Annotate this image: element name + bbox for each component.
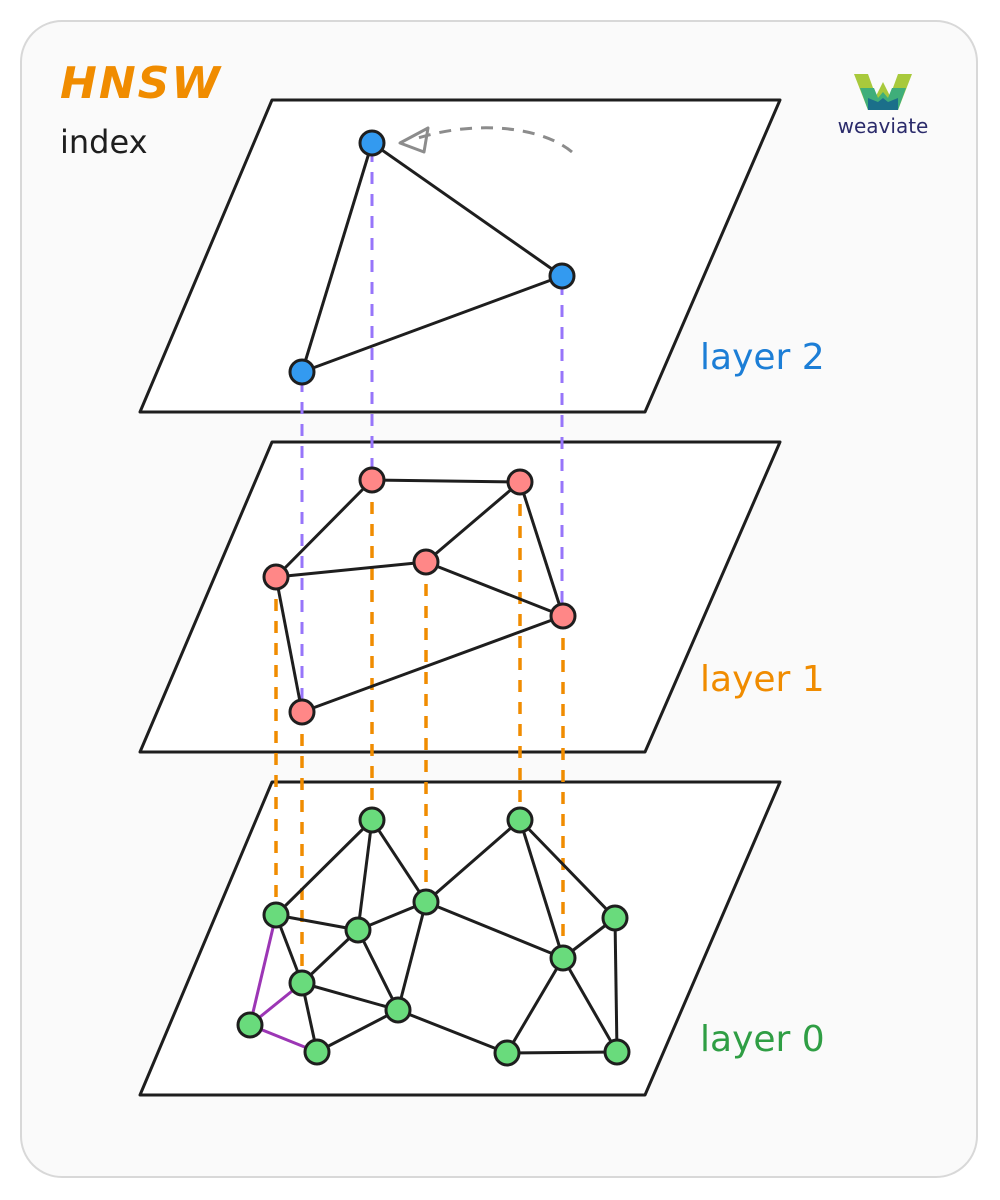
- layer-1-node: [262, 563, 290, 591]
- layer-2-edge: [371, 141, 563, 278]
- layer-0-node: [262, 901, 290, 929]
- diagram-title: HNSW: [60, 58, 222, 109]
- layer-0-node: [358, 806, 386, 834]
- layer-1-label: layer 1: [700, 659, 825, 700]
- layer-1-node: [549, 602, 577, 630]
- layer-0-edge: [356, 929, 400, 1011]
- layer-2-label: layer 2: [700, 337, 825, 378]
- layer-0-label: layer 0: [700, 1019, 825, 1060]
- layer-1-node: [412, 548, 440, 576]
- layer-1-edge: [274, 576, 304, 713]
- layer-0-edge: [505, 957, 565, 1054]
- layer-0-edge: [301, 981, 399, 1012]
- layer-0-node: [549, 944, 577, 972]
- layer-2-edge: [300, 142, 374, 373]
- layer-0-node: [344, 916, 372, 944]
- layer-0-edge: [275, 913, 359, 932]
- layer-0-node: [384, 996, 412, 1024]
- layer-1-edge: [425, 480, 521, 564]
- layer-1-edge: [371, 478, 521, 484]
- layer-0-edge: [274, 818, 374, 917]
- layer-0-plane: [138, 780, 782, 1097]
- layer-0-node: [601, 904, 629, 932]
- weaviate-logo-icon: [854, 74, 912, 110]
- layer-0-edge: [561, 957, 619, 1053]
- weaviate-logo-text: weaviate: [837, 114, 929, 138]
- vector-arrowhead-icon: [398, 126, 430, 154]
- layer-1-node: [288, 698, 316, 726]
- layer-2-node: [288, 358, 316, 386]
- layer-1-edge: [275, 560, 427, 579]
- layer-1-plane: [138, 440, 782, 754]
- layer-2-node: [548, 262, 576, 290]
- layer-0-edge: [613, 917, 619, 1053]
- layer-2-plane: [138, 98, 782, 414]
- layer-0-edge: [396, 901, 428, 1011]
- layer-0-node: [236, 1011, 264, 1039]
- layer-0-node: [303, 1038, 331, 1066]
- layer-0-edge: [425, 818, 521, 904]
- layer-0-edge: [425, 900, 564, 960]
- layer-0-node: [288, 969, 316, 997]
- layer-0-edge: [506, 1050, 618, 1055]
- layer-1-edge: [518, 481, 565, 617]
- diagram-subtitle: index: [60, 123, 148, 161]
- layer-0-node: [506, 806, 534, 834]
- layer-1-edge: [274, 478, 374, 579]
- weaviate-logo: weaviate: [828, 70, 938, 140]
- layer-0-node: [603, 1038, 631, 1066]
- layer-0-node: [412, 888, 440, 916]
- layer-0-edge: [370, 819, 428, 903]
- highlighted-edge: [248, 914, 278, 1026]
- layer-0-edge: [356, 819, 374, 931]
- layer-1-node: [358, 466, 386, 494]
- layer-2-node: [358, 129, 386, 157]
- layer-0-node: [493, 1039, 521, 1067]
- layer-0-edge: [518, 819, 565, 959]
- layer-0-edge: [397, 1008, 508, 1055]
- layer-2-edge: [301, 274, 563, 374]
- layer-0-edge: [518, 818, 617, 920]
- layer-1-edge: [301, 614, 564, 714]
- layer-1-node: [506, 468, 534, 496]
- layer-1-edge: [425, 560, 564, 618]
- layer-0-edge: [316, 1008, 399, 1054]
